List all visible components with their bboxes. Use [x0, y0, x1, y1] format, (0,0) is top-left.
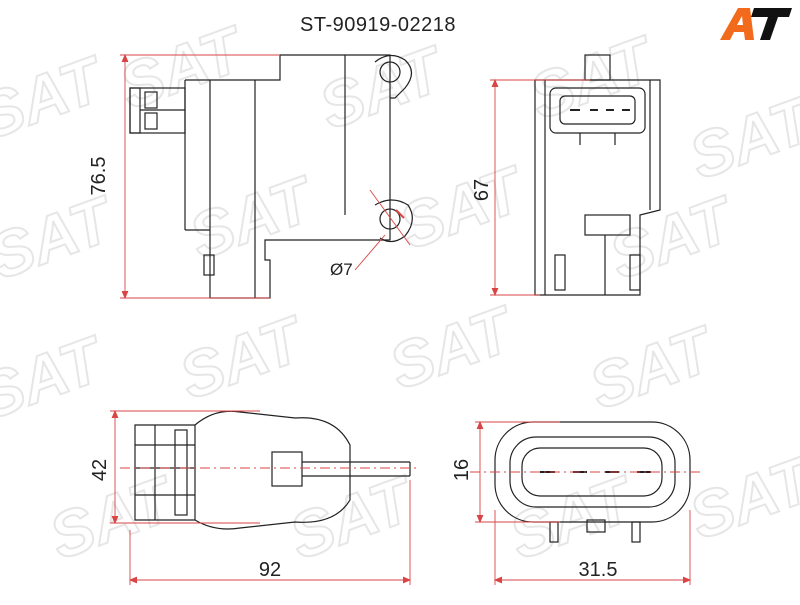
watermark-text: SAT [680, 442, 800, 553]
side-view [129, 54, 413, 299]
watermark-text: SAT [110, 12, 255, 123]
side-dimensions [120, 53, 411, 300]
top-dimensions [110, 409, 420, 585]
front-view [534, 54, 661, 296]
top-width-label: 42 [89, 459, 111, 481]
watermark-text: SAT [0, 322, 115, 433]
watermark-text: SAT [0, 182, 125, 293]
watermark-text: SAT [180, 162, 325, 273]
side-ear-bottom [374, 199, 413, 243]
front-dimensions [490, 78, 590, 297]
watermark-text: SAT [380, 292, 525, 403]
front-height-label: 67 [471, 179, 493, 201]
connector-height-label: 16 [451, 459, 473, 481]
top-tower [271, 451, 303, 487]
watermark-layer: SAT SAT SAT SAT SAT SAT SAT SAT SAT SAT … [0, 11, 800, 574]
watermark-text: SAT [680, 82, 800, 193]
top-length-label: 92 [259, 559, 281, 581]
brand-logo [720, 8, 792, 40]
side-hole-bottom [379, 208, 401, 230]
watermark-text: SAT [310, 32, 455, 143]
side-height-label: 76.5 [88, 157, 110, 196]
watermark-text: SAT [580, 312, 725, 423]
watermark-text: SAT [600, 182, 745, 293]
top-view [134, 410, 411, 530]
watermark-text: SAT [0, 42, 115, 153]
logo-letter-t [751, 8, 792, 40]
part-number-title: ST-90919-02218 [300, 14, 457, 36]
connector-dimensions [470, 420, 700, 585]
side-body [185, 54, 391, 299]
hole-diameter-label: Ø7 [330, 260, 353, 279]
watermark-text: SAT [520, 22, 665, 133]
logo-letter-a [720, 8, 754, 40]
front-lower-mount [584, 214, 631, 236]
side-ear-top [374, 54, 413, 99]
connector-width-label: 31.5 [579, 559, 618, 581]
front-connector [549, 87, 646, 134]
watermark-text: SAT [170, 302, 315, 413]
watermark-text: SAT [390, 152, 535, 263]
side-hole-top [379, 61, 401, 83]
connector-socket [521, 447, 663, 497]
